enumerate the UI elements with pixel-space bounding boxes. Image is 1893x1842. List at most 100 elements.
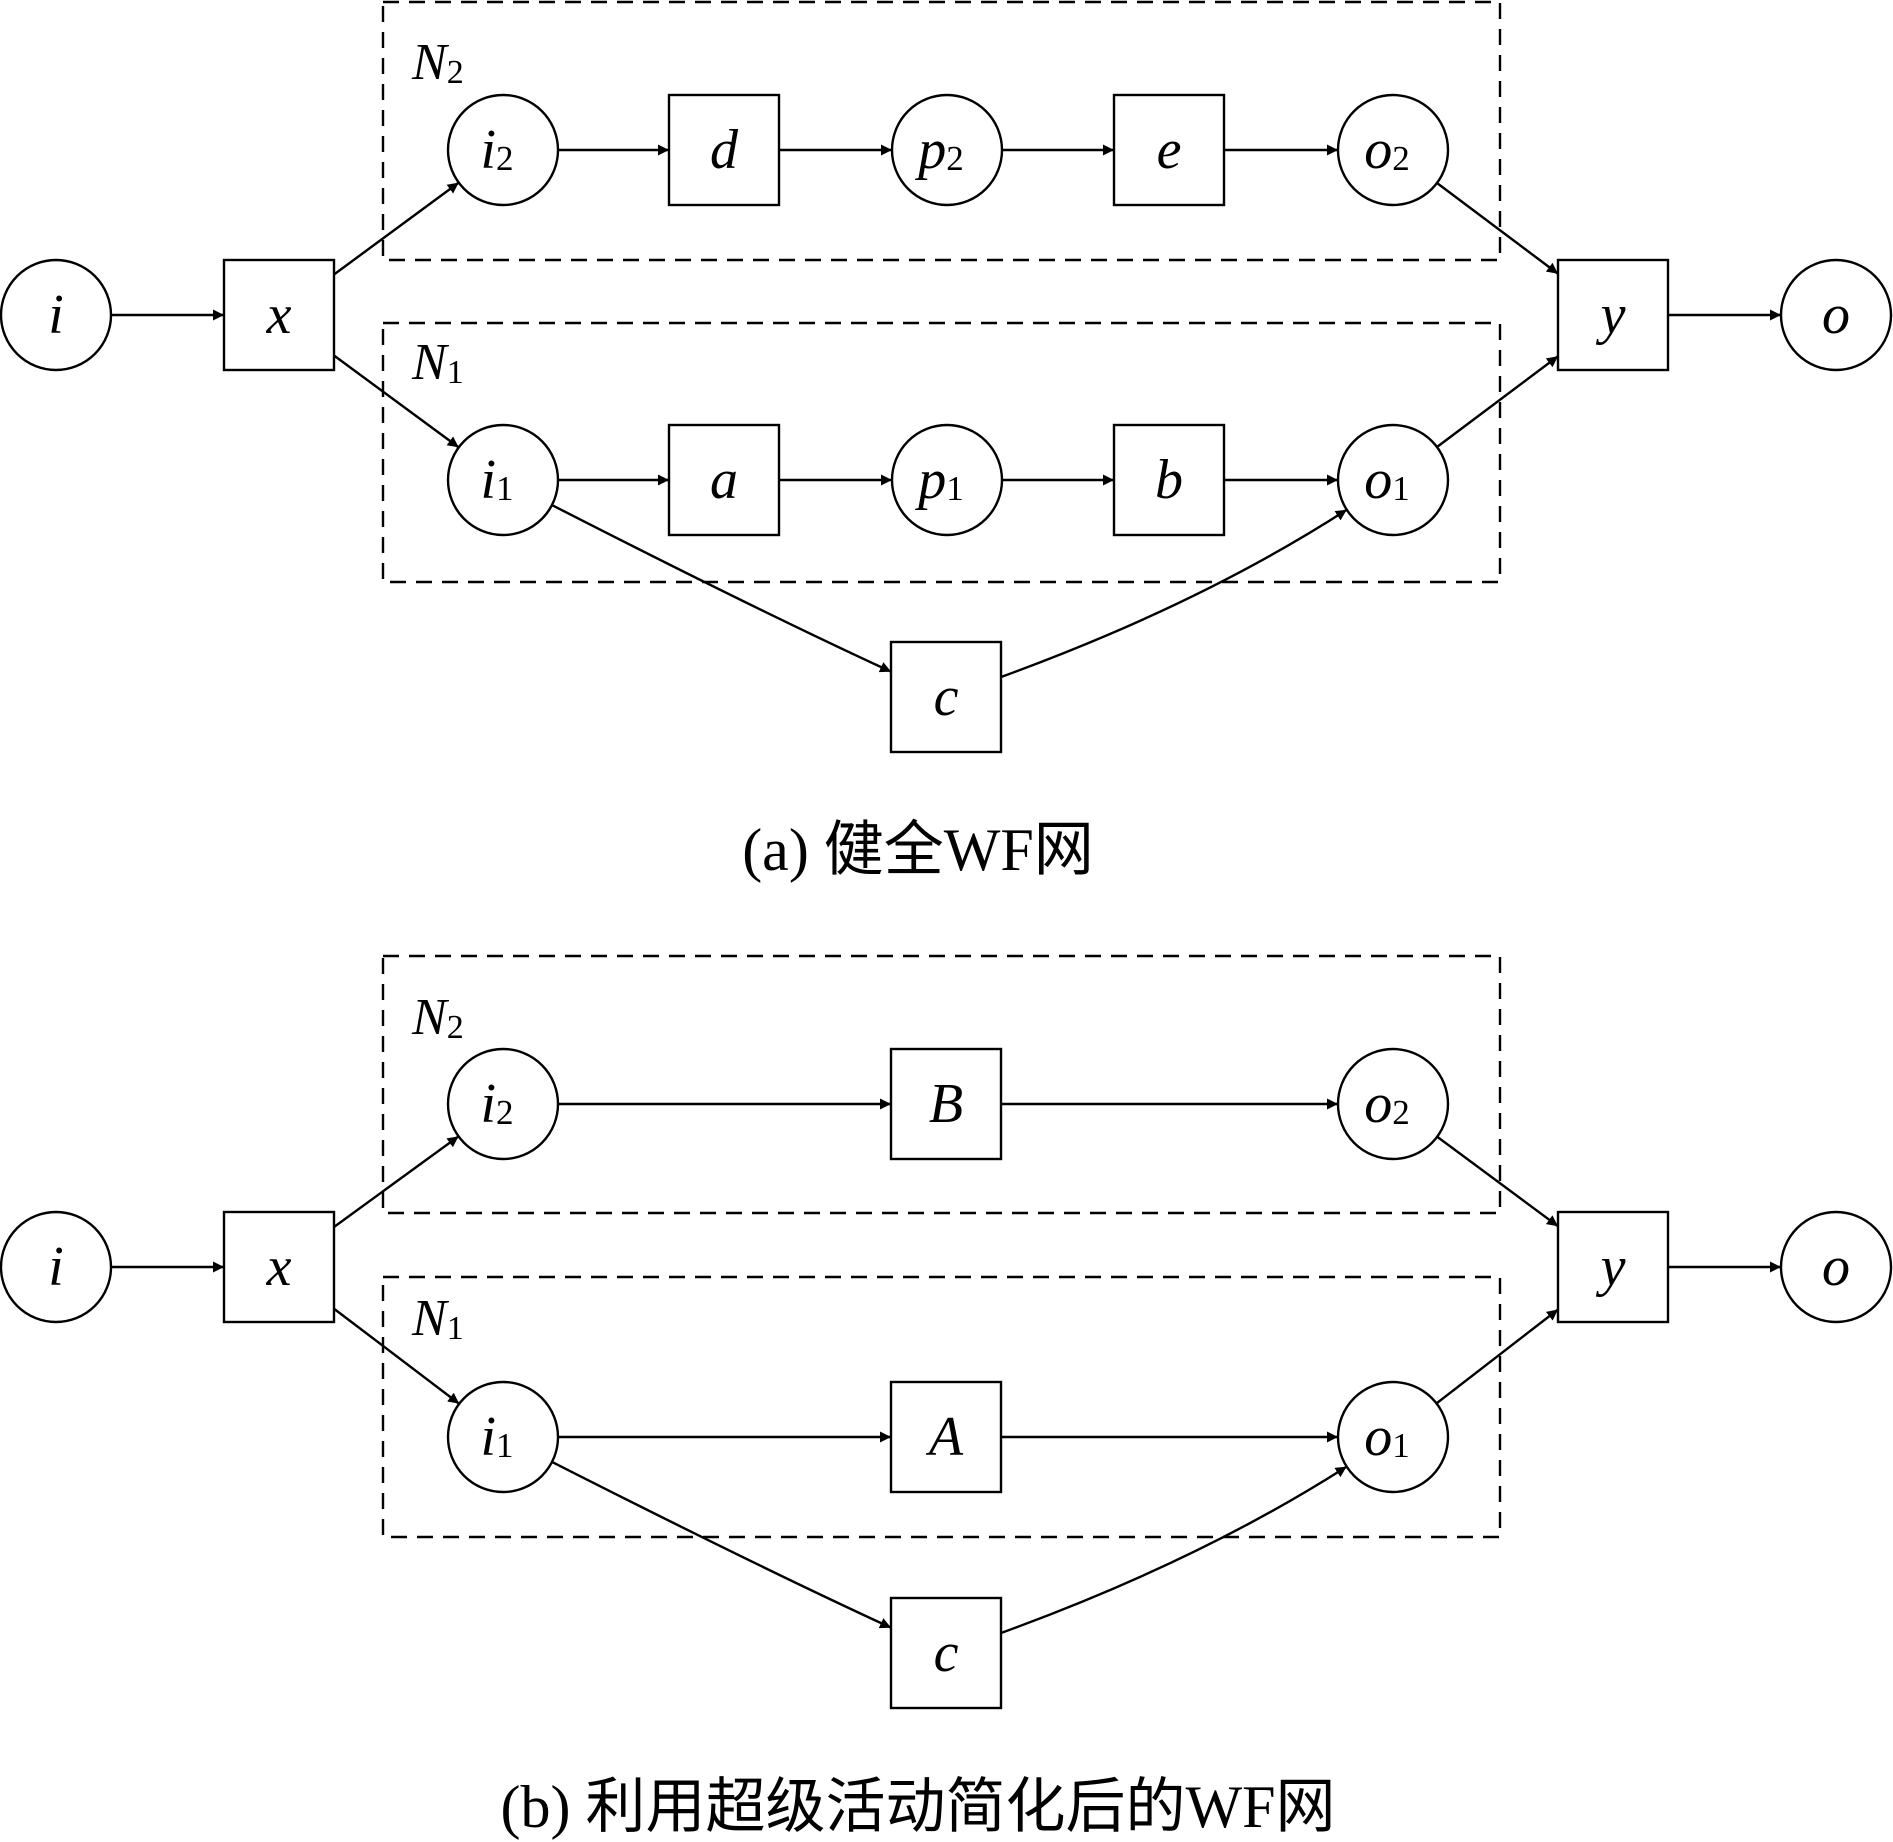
- node-label-a: a: [710, 449, 738, 511]
- place-o1: o1: [1336, 423, 1450, 537]
- place-i2: i2: [446, 93, 560, 207]
- place-i1: i1: [446, 1380, 560, 1494]
- transition-c: c: [889, 1596, 1003, 1710]
- place-circle: [1336, 1047, 1450, 1161]
- node-label-o: o: [1822, 284, 1850, 346]
- transition-c: c: [889, 640, 1003, 754]
- transition-b: b: [1112, 423, 1226, 537]
- transition-a: a: [667, 423, 781, 537]
- node-label-i: i: [48, 284, 64, 346]
- transition-x: x: [222, 1210, 336, 1324]
- transition-box: [889, 640, 1003, 754]
- transition-box: [1556, 1210, 1670, 1324]
- transition-y: y: [1556, 1210, 1670, 1324]
- place-o: o: [1779, 258, 1893, 372]
- subnet-n1-label: N1: [411, 334, 464, 391]
- arc-o2-to-y: [1436, 1135, 1559, 1228]
- arc-x-to-i2: [333, 181, 460, 276]
- transition-box: [222, 258, 336, 372]
- subnet-n2-box: [381, 954, 1502, 1215]
- place-o: o: [1779, 1210, 1893, 1324]
- node-label-x: x: [266, 1236, 292, 1298]
- place-circle: [446, 93, 560, 207]
- place-i2: i2: [446, 1047, 560, 1161]
- arc-x-to-i1: [333, 1307, 460, 1405]
- place-circle: [446, 1380, 560, 1494]
- transition-box: [222, 1210, 336, 1324]
- subnet-n1-label: N1: [411, 1290, 464, 1347]
- place-circle: [890, 423, 1004, 537]
- caption-a: (a) 健全WF网: [742, 817, 1094, 883]
- arc-o1-to-y: [1436, 355, 1559, 448]
- node-label-i: i: [48, 1236, 64, 1298]
- arc-o2-to-y: [1436, 182, 1559, 275]
- transition-box: [889, 1380, 1003, 1494]
- place-circle: [1336, 93, 1450, 207]
- transition-box: [1556, 258, 1670, 372]
- transition-e: e: [1112, 93, 1226, 207]
- place-circle: [1779, 258, 1893, 372]
- caption-b: (b) 利用超级活动简化后的WF网: [501, 1774, 1336, 1840]
- subnet-n2-label: N2: [411, 989, 464, 1046]
- arc-x-to-i2: [333, 1135, 460, 1228]
- transition-x: x: [222, 258, 336, 372]
- arc-c-to-o1: [1000, 1465, 1348, 1635]
- node-label-e: e: [1157, 119, 1182, 181]
- place-o1: o1: [1336, 1380, 1450, 1494]
- place-o2: o2: [1336, 93, 1450, 207]
- node-label-p1: p1: [914, 449, 964, 511]
- node-label-b: b: [1155, 449, 1183, 511]
- node-label-c: c: [934, 1622, 959, 1684]
- place-circle: [1779, 1210, 1893, 1324]
- place-o2: o2: [1336, 1047, 1450, 1161]
- place-circle: [446, 1047, 560, 1161]
- node-label-o2: o2: [1364, 119, 1410, 181]
- place-circle: [446, 423, 560, 537]
- node-label-y: y: [1596, 1236, 1626, 1298]
- node-label-x: x: [266, 284, 292, 346]
- transition-B: B: [889, 1047, 1003, 1161]
- transition-box: [889, 1596, 1003, 1710]
- arc-c-to-o1: [1000, 508, 1348, 679]
- node-label-B: B: [929, 1073, 963, 1135]
- subnet-n1-box: [381, 321, 1502, 584]
- place-circle: [0, 1210, 113, 1324]
- transition-y: y: [1556, 258, 1670, 372]
- place-circle: [1336, 423, 1450, 537]
- place-circle: [1336, 1380, 1450, 1494]
- transition-box: [667, 423, 781, 537]
- transition-box: [1112, 93, 1226, 207]
- node-label-i1: i1: [480, 1406, 513, 1468]
- node-label-c: c: [934, 666, 959, 728]
- transition-box: [1112, 423, 1226, 537]
- place-p1: p1: [890, 423, 1004, 537]
- transition-box: [889, 1047, 1003, 1161]
- place-circle: [890, 93, 1004, 207]
- node-label-i2: i2: [480, 1073, 513, 1135]
- subnet-n2-label: N2: [411, 34, 464, 91]
- place-p2: p2: [890, 93, 1004, 207]
- place-circle: [0, 258, 113, 372]
- node-label-o: o: [1822, 1236, 1850, 1298]
- subnet-n2-box: [381, 0, 1502, 262]
- node-label-y: y: [1596, 284, 1626, 346]
- place-i: i: [0, 258, 113, 372]
- subnet-n1-box: [381, 1275, 1502, 1539]
- place-i1: i1: [446, 423, 560, 537]
- place-i: i: [0, 1210, 113, 1324]
- node-label-p2: p2: [914, 119, 964, 181]
- transition-box: [667, 93, 781, 207]
- node-label-o1: o1: [1364, 1406, 1410, 1468]
- node-label-o2: o2: [1364, 1073, 1410, 1135]
- arc-i1-to-c: [551, 503, 892, 673]
- arc-o1-to-y: [1435, 1308, 1559, 1405]
- arcs: [111, 1098, 1781, 1635]
- node-label-d: d: [710, 119, 739, 181]
- transition-d: d: [667, 93, 781, 207]
- arc-x-to-i1: [333, 354, 460, 449]
- node-label-i2: i2: [480, 119, 513, 181]
- node-label-A: A: [925, 1406, 964, 1468]
